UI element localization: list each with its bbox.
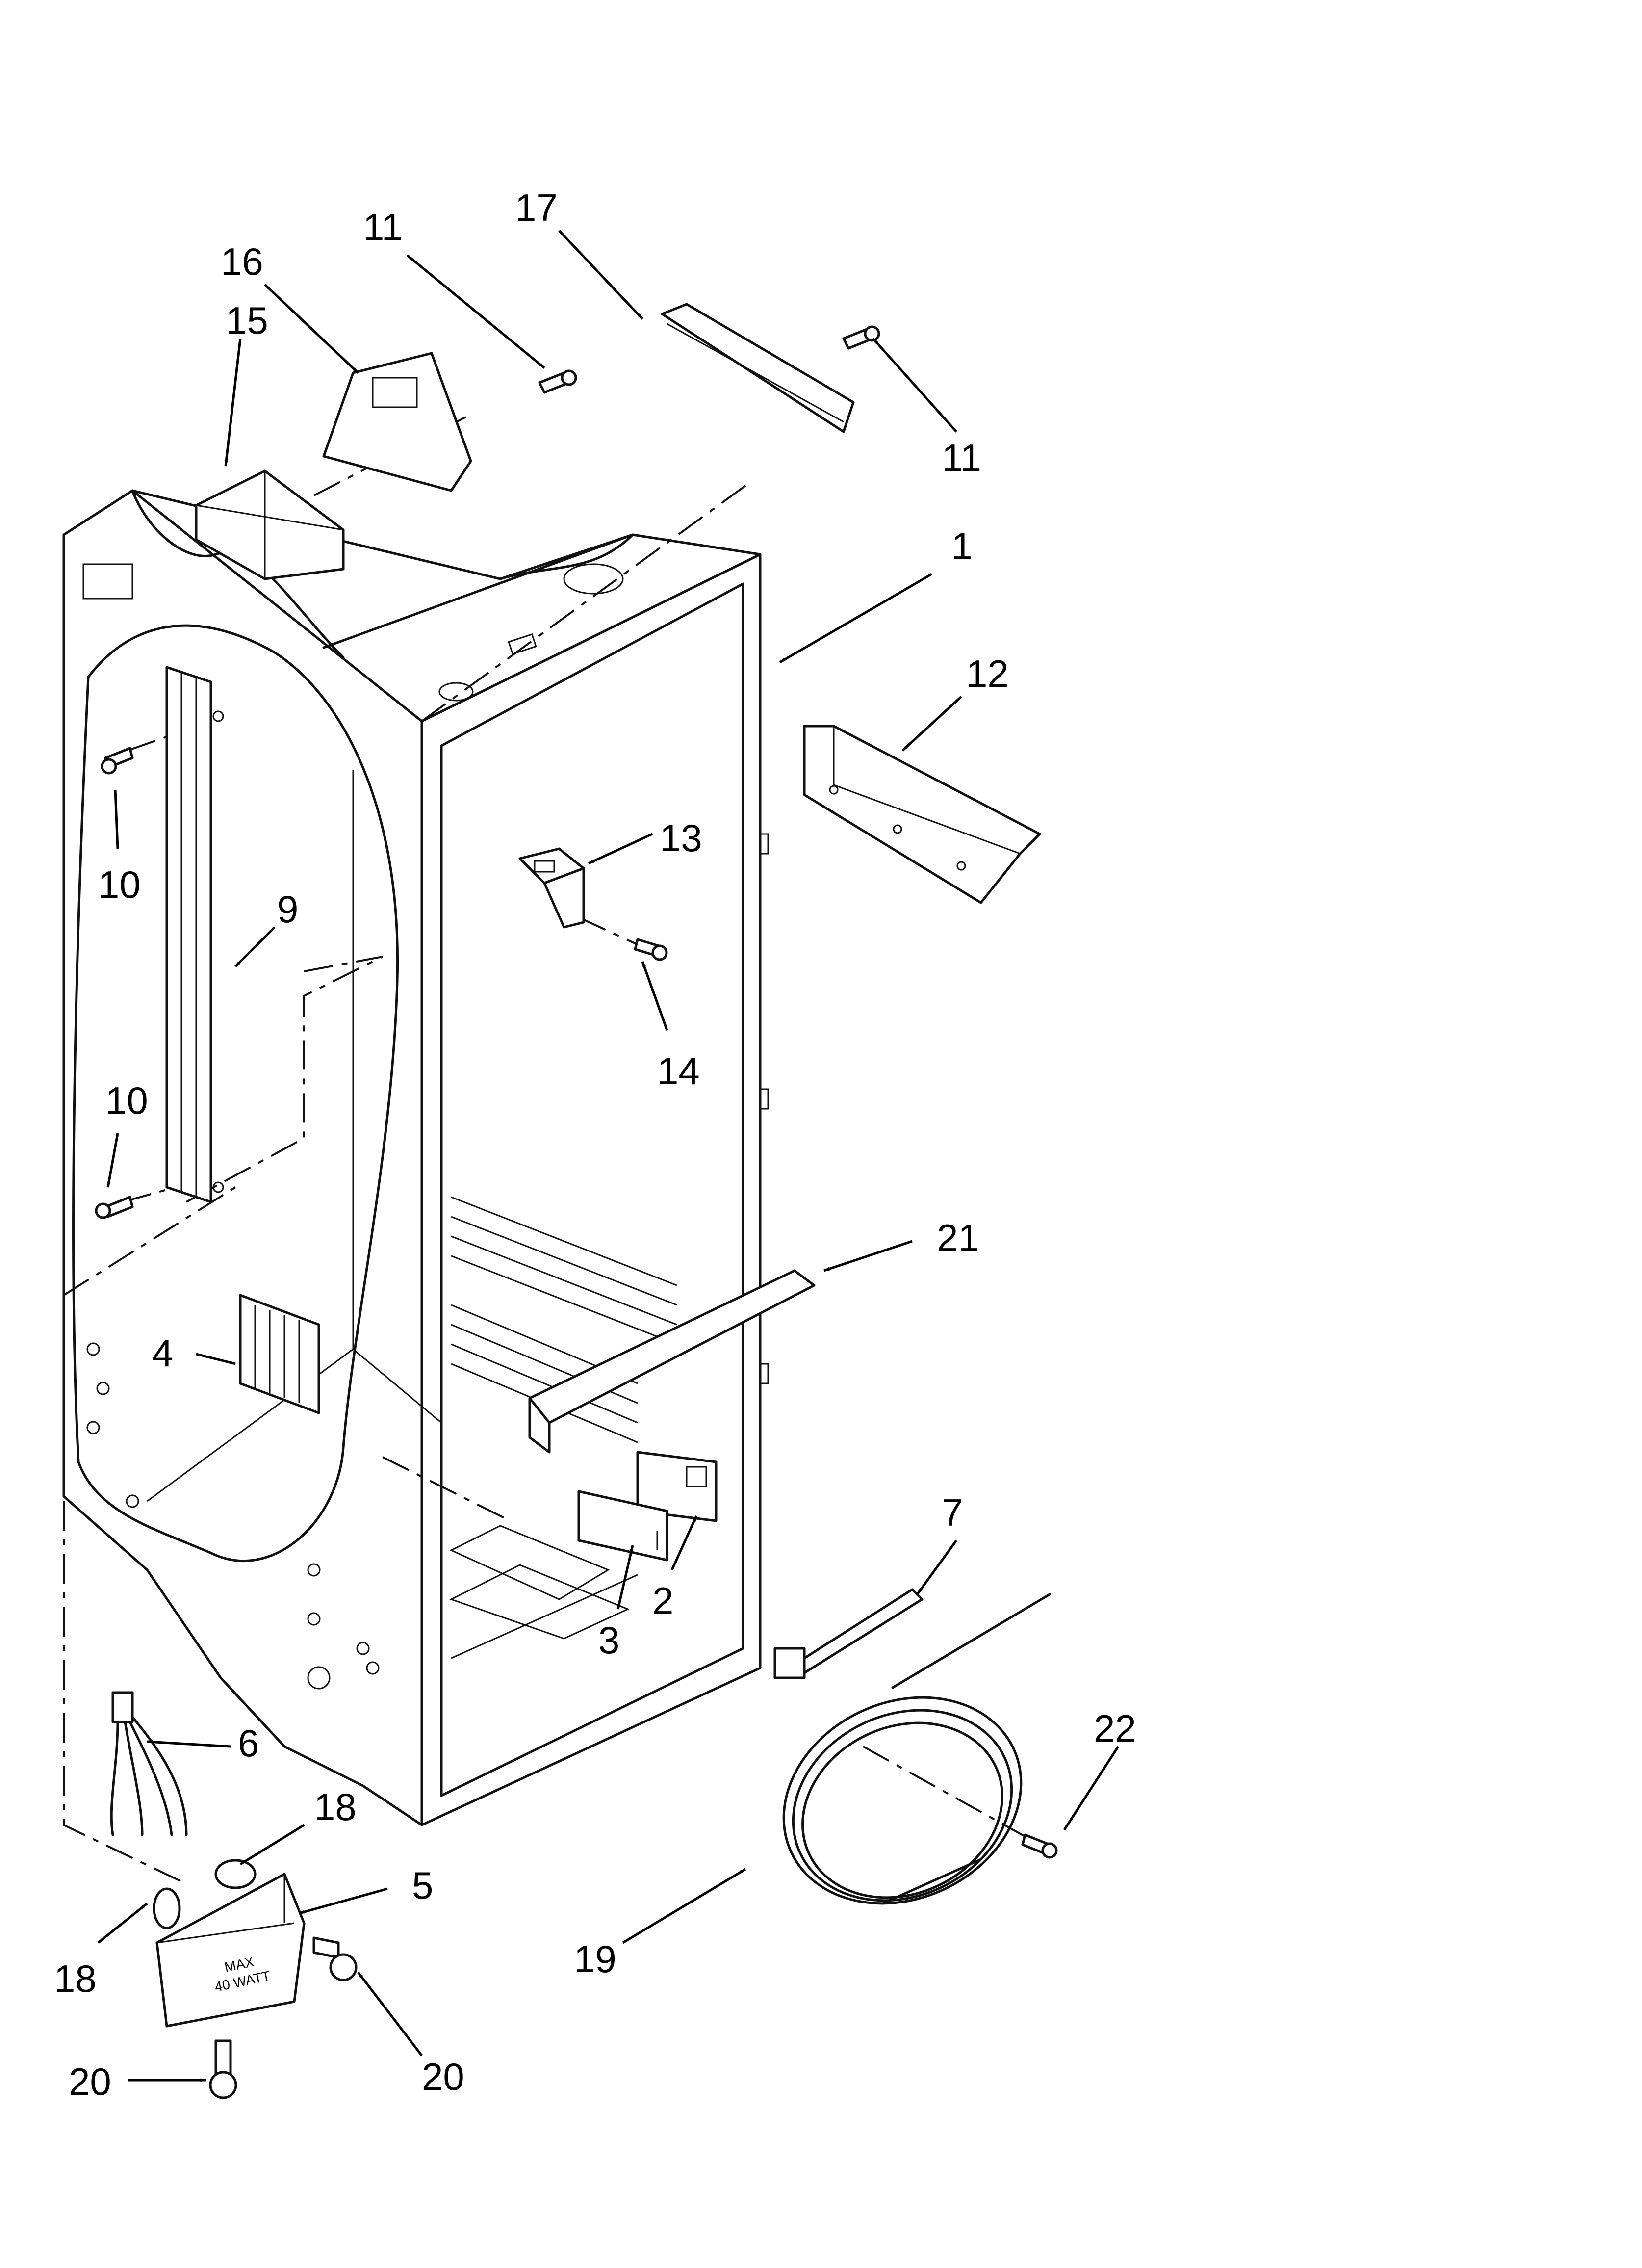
callout-5: 5 — [412, 1864, 433, 1907]
leader-lines — [97, 230, 1120, 2082]
callout-12: 12 — [966, 652, 1009, 695]
callout-3: 3 — [598, 1618, 619, 1662]
socket-part-18-upper — [214, 1859, 257, 1889]
screw-part-22 — [1021, 1833, 1058, 1859]
shelf-ladder-part-9 — [165, 666, 224, 1203]
callout-13: 13 — [660, 816, 702, 860]
callout-19: 19 — [574, 1937, 616, 1981]
callout-labels: 1 2 3 4 5 6 7 9 10 10 11 11 12 13 14 15 … — [54, 186, 1136, 2103]
bracket-part-2 — [636, 1451, 718, 1522]
control-housing-part-15 — [195, 469, 345, 580]
pin-part-20-right — [312, 1936, 358, 1981]
callout-7: 7 — [942, 1491, 963, 1534]
callout-15: 15 — [226, 299, 268, 342]
bracket-part-13 — [518, 847, 585, 929]
screw-part-14 — [634, 938, 668, 961]
callout-6: 6 — [238, 1721, 259, 1765]
pin-part-20-lower — [209, 2039, 237, 2099]
callout-9: 9 — [277, 887, 298, 931]
callout-16: 16 — [221, 240, 263, 283]
cabinet-liner — [62, 489, 769, 1826]
socket-part-18-lower — [153, 1887, 181, 1929]
screw-part-11-right — [842, 325, 880, 350]
callout-11-right: 11 — [942, 436, 981, 479]
tubing-coil-part-19 — [782, 1593, 1051, 1905]
callout-4: 4 — [152, 1331, 173, 1375]
callout-14: 14 — [657, 1049, 700, 1093]
callout-20-lower: 20 — [69, 2060, 111, 2103]
rail-part-12 — [803, 725, 1041, 904]
wire-harness-part-6 — [110, 1691, 188, 1836]
cover-part-16 — [322, 352, 472, 492]
shelf-bracket-part-21 — [528, 1269, 816, 1454]
screw-part-10-lower — [95, 1196, 134, 1219]
bracket-part-3 — [577, 1490, 668, 1562]
screw-part-10-upper — [101, 747, 134, 775]
callout-10-upper: 10 — [98, 863, 141, 906]
callout-20-right: 20 — [422, 2055, 464, 2098]
callout-18-upper: 18 — [314, 1785, 357, 1828]
callout-10-lower: 10 — [105, 1079, 148, 1122]
light-housing-part-5: MAX 40 WATT — [155, 1873, 306, 2028]
rail-part-17 — [661, 303, 855, 433]
callout-11-upper: 11 — [363, 206, 403, 249]
callout-1: 1 — [951, 524, 973, 568]
callout-2: 2 — [652, 1579, 673, 1622]
vent-grille-part-4 — [239, 1294, 320, 1414]
callout-17: 17 — [515, 186, 558, 229]
cable-tie-part-7 — [773, 1588, 924, 1679]
callout-22: 22 — [1094, 1707, 1136, 1750]
screw-part-11-left — [538, 369, 577, 394]
callout-21: 21 — [937, 1216, 979, 1259]
callout-18-lower: 18 — [54, 1957, 97, 2000]
